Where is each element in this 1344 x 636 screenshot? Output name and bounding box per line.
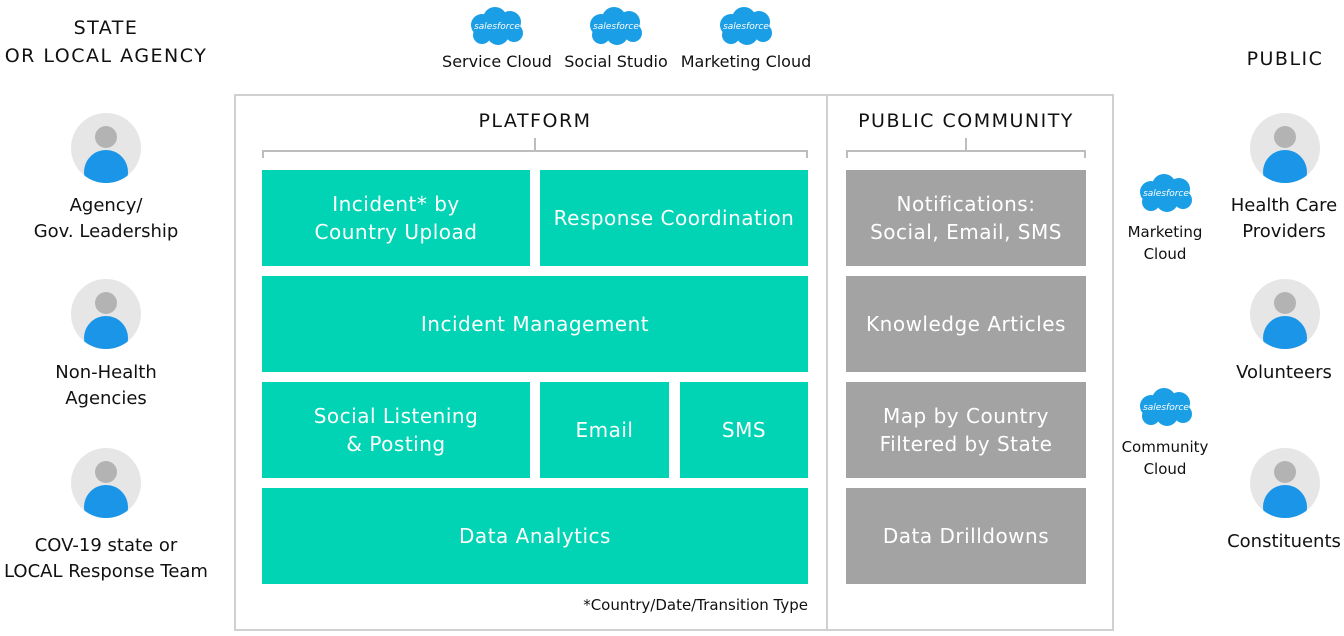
svg-text:salesforce: salesforce — [723, 22, 769, 32]
persona-label: Non-Health Agencies — [55, 362, 157, 409]
avatar-icon — [1250, 279, 1320, 349]
sms-block: SMS — [680, 382, 808, 478]
avatar-icon — [1250, 113, 1320, 183]
salesforce-cloud-icon: salesforce — [590, 7, 642, 45]
community-bracket — [846, 150, 1086, 158]
frame-divider — [826, 94, 828, 631]
cloud-label: Social Studio — [564, 52, 668, 71]
platform-footnote: *Country/Date/Transition Type — [583, 596, 808, 614]
platform-bracket — [262, 150, 808, 158]
email-block: Email — [540, 382, 669, 478]
avatar-icon — [71, 113, 141, 183]
right-heading: PUBLIC — [1246, 48, 1324, 70]
avatar-icon — [71, 279, 141, 349]
response-coordination-block: Response Coordination — [540, 170, 808, 266]
persona-label: Health Care Providers — [1230, 195, 1338, 242]
notifications-block: Notifications:Social, Email, SMS — [846, 170, 1086, 266]
platform-bracket-tick — [534, 138, 536, 150]
persona-label: COV-19 state or LOCAL Response Team — [4, 535, 208, 582]
cloud-label: Service Cloud — [442, 52, 552, 71]
data-drilldowns-block: Data Drilldowns — [846, 488, 1086, 584]
avatar-icon — [71, 448, 141, 518]
diagram-frame — [234, 94, 1114, 631]
left-heading-line2: OR LOCAL AGENCY — [4, 45, 208, 67]
persona-label: Volunteers — [1236, 362, 1332, 383]
cloud-label: Marketing Cloud — [1127, 223, 1203, 263]
svg-text:salesforce: salesforce — [593, 22, 639, 32]
incident-management-block: Incident Management — [262, 276, 808, 372]
persona-label: Agency/ Gov. Leadership — [33, 195, 179, 242]
salesforce-cloud-icon: salesforce — [1140, 388, 1192, 426]
svg-text:salesforce: salesforce — [1143, 189, 1189, 199]
community-bracket-tick — [965, 138, 967, 150]
salesforce-cloud-icon: salesforce — [471, 7, 523, 45]
salesforce-cloud-icon: salesforce — [1140, 174, 1192, 212]
data-analytics-block: Data Analytics — [262, 488, 808, 584]
persona-label: Constituents — [1227, 531, 1341, 552]
social-listening-block: Social Listening& Posting — [262, 382, 530, 478]
salesforce-cloud-icon: salesforce — [720, 7, 772, 45]
avatar-icon — [1250, 448, 1320, 518]
knowledge-articles-block: Knowledge Articles — [846, 276, 1086, 372]
cloud-label: Marketing Cloud — [680, 52, 812, 71]
svg-text:salesforce: salesforce — [474, 22, 520, 32]
cloud-label: Community Cloud — [1121, 438, 1209, 478]
community-title: PUBLIC COMMUNITY — [858, 110, 1074, 132]
left-heading-line1: STATE — [73, 17, 139, 39]
left-heading: STATE OR LOCAL AGENCY — [0, 14, 212, 70]
platform-title: PLATFORM — [478, 110, 592, 132]
svg-text:salesforce: salesforce — [1143, 403, 1189, 413]
